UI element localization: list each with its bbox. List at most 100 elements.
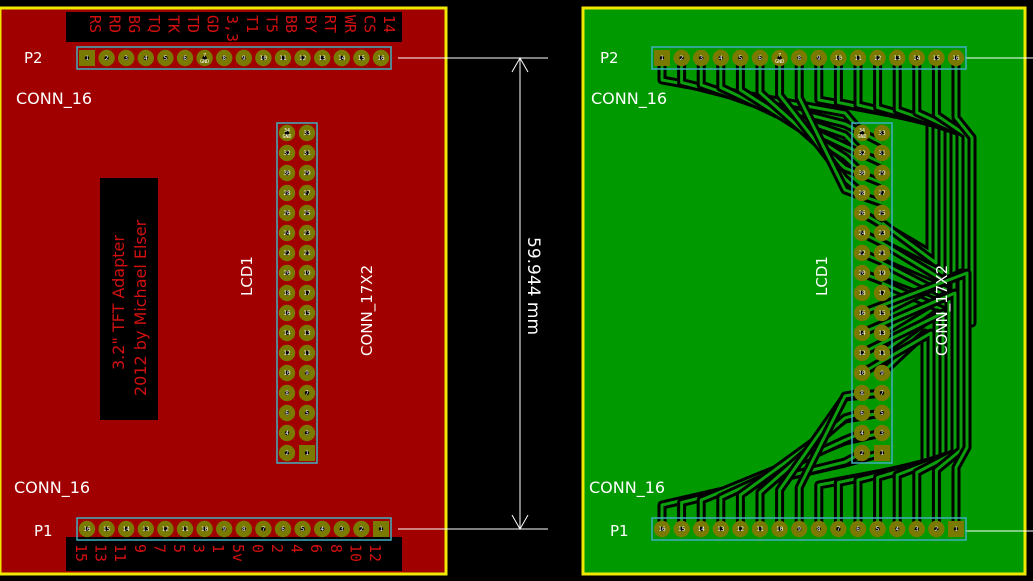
back-lcd-pin-right-number: 23 <box>878 230 886 237</box>
p1-pin-number: 6 <box>281 526 285 533</box>
back-p1-pin-drill <box>953 526 959 532</box>
lcd-pin-left-number: 12 <box>283 350 291 357</box>
back-p1-ref-label: P1 <box>610 522 629 540</box>
lcd-pin-right-number: 27 <box>303 190 311 197</box>
lcd-value-label: CONN_17X2 <box>358 265 377 356</box>
p1-pin-drill <box>241 526 246 532</box>
dimension-annotation: 59.944 mm <box>398 56 548 531</box>
back-lcd-pin-left: 28 <box>853 184 871 202</box>
lcd-pin-left: 2 <box>278 444 296 462</box>
p1-ref-label: P1 <box>34 522 53 540</box>
p1-signal-label: 10 <box>346 544 364 562</box>
p1-pin-number: 7 <box>262 526 266 533</box>
p2-pin-number: 7 <box>203 53 206 59</box>
back-p2-pin-drill <box>797 55 802 61</box>
p2-pin-number: 13 <box>319 55 327 62</box>
p2-pin: 4 <box>137 49 154 67</box>
back-lcd-pin-left-number: 20 <box>858 270 866 277</box>
lcd-pin-left-number: 28 <box>283 190 291 197</box>
back-lcd-pin-right-number: 27 <box>878 190 886 197</box>
lcd-pin-right-number: 1 <box>305 450 309 457</box>
back-p1-pin-number: 5 <box>876 526 880 533</box>
p2-signal-label: TD <box>184 15 202 33</box>
p2-pin-drill <box>124 55 129 61</box>
back-lcd-pin-left: 32 <box>853 144 871 162</box>
p1-pin-drill <box>339 526 344 532</box>
p1-pin: 5 <box>294 520 311 538</box>
p1-signal-label: 9 <box>131 544 149 553</box>
p1-pin-number: 1 <box>379 526 383 533</box>
lcd-pin-right-drill <box>304 190 310 196</box>
back-p2-pin-number: 16 <box>952 55 960 62</box>
back-lcd-pin-right-number: 11 <box>878 350 886 357</box>
lcd-pin-left-number: 26 <box>283 210 291 217</box>
back-p1-outline <box>651 517 967 541</box>
p1-pin: 14 <box>118 520 135 538</box>
back-p2-pin: 15 <box>928 49 945 67</box>
back-p1-pin-drill <box>699 526 704 532</box>
p2-pin: 13 <box>314 49 331 67</box>
lcd-pin-left: 4 <box>278 424 296 442</box>
lcd-pin-left-drill <box>284 390 290 396</box>
back-lcd-pin-right-number: 19 <box>878 270 886 277</box>
p2-signal-label: RS <box>86 15 104 33</box>
copper-trace <box>797 391 863 529</box>
lcd-pin-left-number: 14 <box>283 330 291 337</box>
lcd-pin-left: 12 <box>278 344 296 362</box>
p1-pin-drill <box>359 526 364 532</box>
lcd-pin-left-number: 18 <box>283 290 291 297</box>
p2-pin-drill <box>84 55 90 61</box>
lcd-pin-right-number: 15 <box>303 310 311 317</box>
lcd-pin-left-number: GND <box>282 134 291 140</box>
p1-pin-number: 12 <box>162 526 170 533</box>
p1-signal-label: 4 <box>288 544 306 553</box>
back-lcd-pin-right-drill <box>879 350 885 356</box>
p2-pin-drill <box>320 55 325 61</box>
lcd-pin-right-drill <box>304 410 310 416</box>
p2-signal-label: BG <box>125 15 143 33</box>
p1-signal-label: 1 <box>209 544 227 553</box>
back-p2-ref-label: P2 <box>600 49 619 67</box>
lcd-pin-left-number: 8 <box>285 390 289 397</box>
back-p1-pin-drill <box>797 526 802 532</box>
back-p2-pin-drill <box>816 55 821 61</box>
back-lcd-pin-left-number: 12 <box>858 350 866 357</box>
p2-pin-number: 6 <box>183 55 187 62</box>
back-lcd-pin-left-drill <box>859 430 865 436</box>
back-lcd-pin-left: 16 <box>853 304 871 322</box>
back-p1-pin-number: 4 <box>895 526 899 533</box>
back-lcd-pin-right-number: 21 <box>878 250 886 257</box>
lcd-pin-left: 32 <box>278 144 296 162</box>
p1-pin-drill <box>378 526 384 532</box>
p2-pin: 11 <box>274 49 292 67</box>
front-copper-fill <box>0 8 446 574</box>
back-lcd-pin-right-number: 15 <box>878 310 886 317</box>
front-board-outline <box>0 6 448 576</box>
p2-pin: 9 <box>235 49 252 67</box>
back-lcd-pin-left-number: 30 <box>858 170 866 177</box>
lcd-pin-right-number: 13 <box>303 330 311 337</box>
back-p2-pin-number: 12 <box>874 55 882 62</box>
back-p2-pin-drill <box>934 55 939 61</box>
back-lcd-pin-right-number: 5 <box>880 410 884 417</box>
p2-signal-strip <box>66 12 402 42</box>
lcd-pin-left-drill <box>284 370 290 376</box>
back-lcd-pin-left-number: 4 <box>860 430 864 437</box>
back-p2-outline <box>651 46 967 70</box>
back-p1-pin: 11 <box>751 520 769 538</box>
back-p1-pin: 1 <box>948 521 964 537</box>
back-p1-pin-drill <box>757 526 763 532</box>
lcd-pin-right: 25 <box>298 204 316 222</box>
back-lcd-pin-right: 31 <box>873 144 891 162</box>
lcd-pin-right: 19 <box>298 264 316 282</box>
p2-pin-number: GND <box>200 59 209 65</box>
lcd-pin-left: 16 <box>278 304 296 322</box>
lcd-ref-label: LCD1 <box>238 256 256 296</box>
lcd-pin-left-drill <box>284 210 290 216</box>
back-lcd-pin-left-drill <box>859 410 865 416</box>
back-p1-pin: 2 <box>928 520 945 538</box>
back-lcd-pin-left: 4 <box>853 424 871 442</box>
lcd-pin-left-number: 24 <box>283 230 291 237</box>
